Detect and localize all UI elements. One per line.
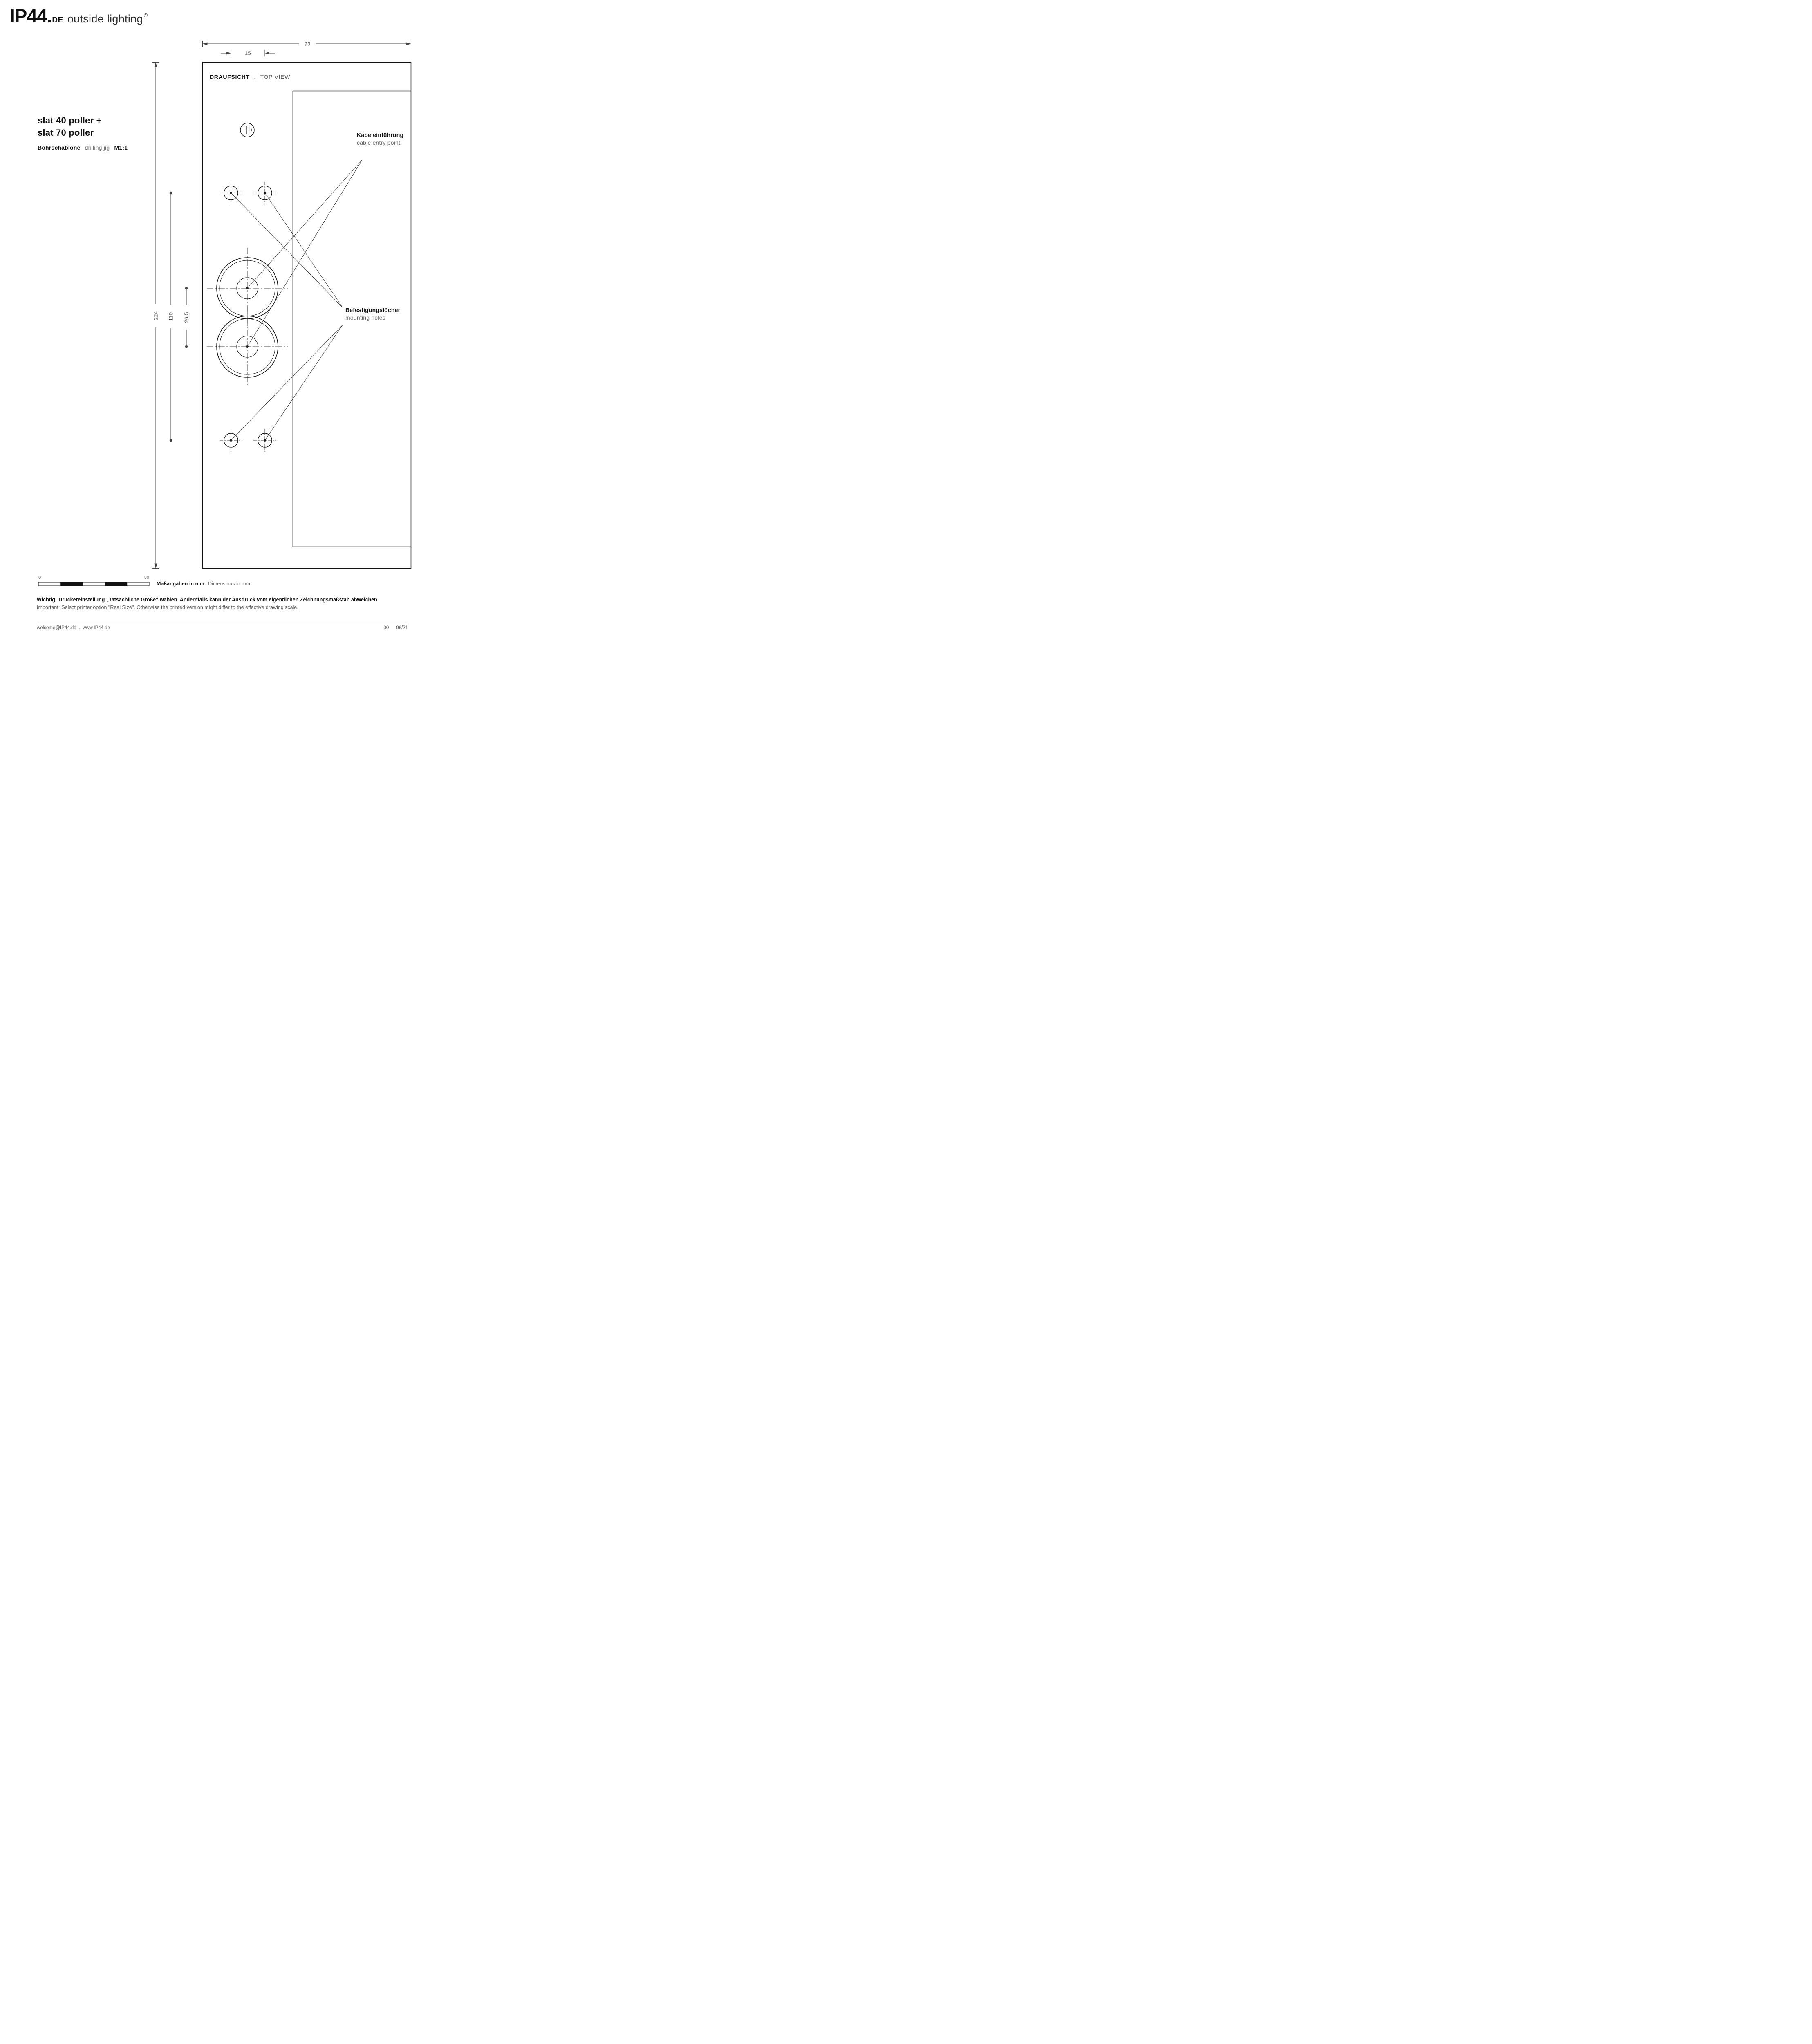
print-instruction-en-label: Important: xyxy=(37,605,60,611)
footer-contact: welcome@IP44.de.www.IP44.de xyxy=(37,625,110,630)
print-instruction-en-text: Select printer option "Real Size". Other… xyxy=(61,605,298,611)
footer-separator: . xyxy=(78,625,80,630)
view-label-de: DRAUFSICHT xyxy=(210,74,250,80)
units-note: Maßangaben in mm Dimensions in mm xyxy=(157,581,250,587)
mounting-holes xyxy=(220,182,276,452)
mounting-hole-bottom-right xyxy=(253,429,276,452)
cable-entry-leaders xyxy=(246,159,363,348)
product-name-line1: slat 40 poller + xyxy=(38,115,102,126)
scale-bar-fifty-label: 50 xyxy=(144,575,149,580)
brand-tagline: outside lighting xyxy=(67,13,143,25)
doc-type-de: Bohrschablone xyxy=(38,144,81,151)
cable-entry-annotation: Kabeleinführung cable entry point xyxy=(357,132,403,146)
mounting-hole-bottom-left xyxy=(220,429,242,452)
brand-logo: IP44. DE outside lighting © xyxy=(10,5,148,27)
mounting-holes-annotation: Befestigungslöcher mounting holes xyxy=(345,307,400,321)
cable-entry-symbol xyxy=(240,123,255,137)
dim-overall-height-value: 224 xyxy=(153,311,159,320)
footer-date: 06/21 xyxy=(396,625,408,630)
cable-entry-label-de: Kabeleinführung xyxy=(357,132,404,138)
title-block: slat 40 poller + slat 70 poller Bohrscha… xyxy=(38,114,128,151)
print-instruction-de-label: Wichtig: xyxy=(37,597,57,603)
drawing-scale: M1:1 xyxy=(114,144,128,151)
dim-circle-distance xyxy=(185,287,188,348)
print-instruction-en: Important:Select printer option "Real Si… xyxy=(37,604,417,612)
footer-version: 00 06/21 xyxy=(383,625,408,630)
fixture-contour xyxy=(292,90,411,547)
footer-email: welcome@IP44.de xyxy=(37,625,76,630)
mounting-hole-top-left xyxy=(220,182,242,204)
dim-hole-pitch xyxy=(221,50,275,56)
dim-overall-width-value: 93 xyxy=(304,41,310,47)
dim-overall-width xyxy=(202,41,411,47)
mounting-holes-label-en: mounting holes xyxy=(345,314,385,321)
document-subtitle: Bohrschablone drilling jig M1:1 xyxy=(38,144,128,151)
product-name-line2: slat 70 poller xyxy=(38,128,94,138)
view-label-separator: . xyxy=(254,74,256,80)
copyright-mark: © xyxy=(143,12,148,18)
print-instruction-note: Wichtig:Druckereinstellung „Tatsächliche… xyxy=(37,596,417,612)
drilling-template-page: 93 15 224 110 26,5 xyxy=(0,0,419,635)
mounting-holes-leaders xyxy=(230,192,343,442)
print-instruction-de-text: Druckereinstellung „Tatsächliche Größe“ … xyxy=(58,597,379,603)
dim-hole-rows-value: 110 xyxy=(168,312,174,321)
doc-type-en: drilling jig xyxy=(85,144,110,151)
dim-overall-height xyxy=(152,62,159,569)
footer-edition: 00 xyxy=(383,625,389,630)
mounting-hole-top-right xyxy=(253,182,276,204)
view-label: DRAUFSICHT . TOP VIEW xyxy=(210,74,290,80)
cable-entry-label-en: cable entry point xyxy=(357,139,401,146)
dim-hole-pitch-value: 15 xyxy=(245,50,251,56)
scale-bar: 0 50 xyxy=(38,575,150,586)
page-footer: welcome@IP44.de.www.IP44.de 00 06/21 xyxy=(37,625,408,630)
template-outline xyxy=(202,62,412,569)
dim-hole-rows xyxy=(169,191,172,442)
units-note-de: Maßangaben in mm xyxy=(157,581,204,587)
technical-drawing: 93 15 224 110 26,5 xyxy=(38,41,412,586)
mounting-holes-label-de: Befestigungslöcher xyxy=(345,307,401,313)
dim-circle-distance-value: 26,5 xyxy=(184,312,190,323)
brand-suffix: DE xyxy=(52,16,63,25)
units-note-en: Dimensions in mm xyxy=(208,581,250,587)
scale-bar-zero-label: 0 xyxy=(38,575,41,580)
brand-name: IP44. xyxy=(10,5,52,27)
print-instruction-de: Wichtig:Druckereinstellung „Tatsächliche… xyxy=(37,596,417,604)
footer-website: www.IP44.de xyxy=(82,625,110,630)
view-label-en: TOP VIEW xyxy=(260,74,291,80)
